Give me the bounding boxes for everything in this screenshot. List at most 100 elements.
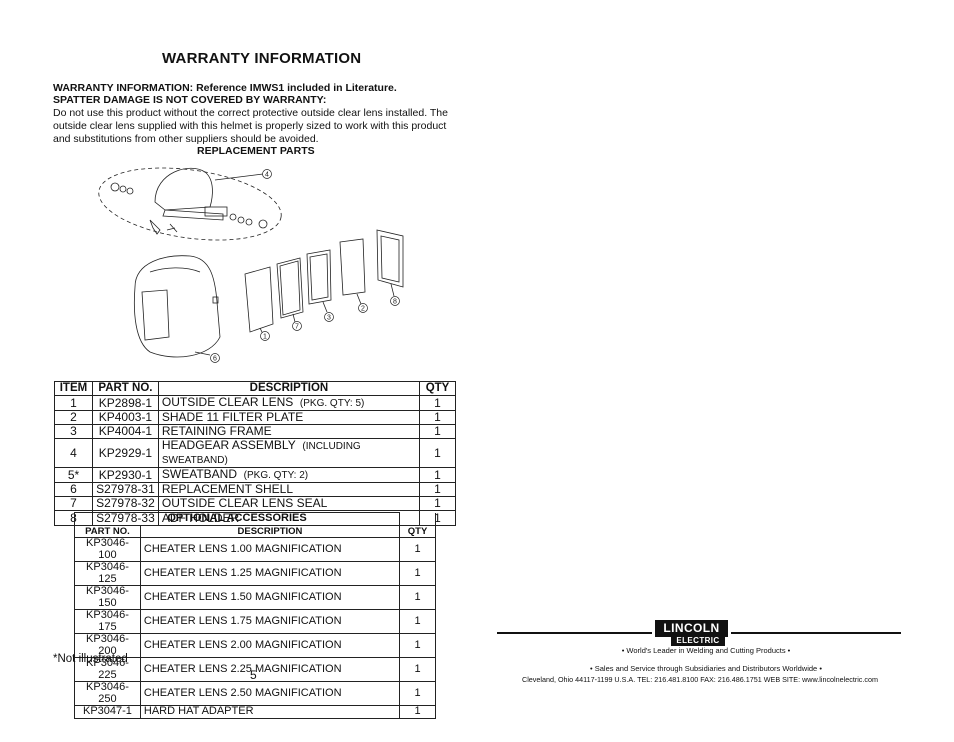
part-qty: 1 <box>419 496 456 512</box>
logo-lincoln-text: LINCOLN <box>655 620 728 637</box>
optional-accessories-title: OPTIONAL ACCESSORIES <box>73 512 401 526</box>
accessory-qty: 1 <box>399 657 436 683</box>
accessory-description: CHEATER LENS 1.00 MAGNIFICATION <box>139 537 401 563</box>
not-illustrated-note: *Not illustrated <box>53 653 128 665</box>
accessory-description: CHEATER LENS 1.25 MAGNIFICATION <box>139 561 401 587</box>
accessory-description: HARD HAT ADAPTER <box>139 705 401 719</box>
logo-electric-text: ELECTRIC <box>671 635 725 646</box>
part-description: SHADE 11 FILTER PLATE <box>157 410 421 426</box>
accessory-description: CHEATER LENS 2.00 MAGNIFICATION <box>139 633 401 659</box>
accessory-qty: 1 <box>399 681 436 707</box>
item-number: 5* <box>54 467 93 484</box>
opt-col-description: DESCRIPTION <box>139 524 401 539</box>
part-number: KP4003-1 <box>91 410 159 426</box>
accessory-part-number: KP3046-125 <box>74 561 141 587</box>
part-description: OUTSIDE CLEAR LENS SEAL <box>157 496 421 512</box>
description-text: SHADE 11 FILTER PLATE <box>161 410 304 425</box>
callout-7 <box>292 321 302 331</box>
col-item: ITEM <box>54 380 93 397</box>
accessory-part-number: KP3046-150 <box>74 585 141 611</box>
warranty-body: Do not use this product without the corr… <box>53 107 448 145</box>
tagline-sales: • Sales and Service through Subsidiaries… <box>590 664 822 673</box>
part-qty: 1 <box>419 395 456 412</box>
outside-clear-lens <box>244 266 274 333</box>
accessory-qty: 1 <box>399 537 436 563</box>
accessory-description: CHEATER LENS 2.50 MAGNIFICATION <box>139 681 401 707</box>
part-description: REPLACEMENT SHELL <box>157 482 421 498</box>
part-qty: 1 <box>419 467 456 484</box>
part-qty: 1 <box>419 482 456 498</box>
callout-8 <box>390 296 400 306</box>
accessory-part-number: KP3046-250 <box>74 681 141 707</box>
callout-2 <box>358 303 368 313</box>
part-qty: 1 <box>419 410 456 426</box>
part-number: KP2898-1 <box>91 395 159 412</box>
part-description: HEADGEAR ASSEMBLY (INCLUDING SWEATBAND) <box>157 438 421 469</box>
accessory-qty: 1 <box>399 585 436 611</box>
accessory-qty: 1 <box>399 705 436 719</box>
description-text: REPLACEMENT SHELL <box>161 482 294 497</box>
spatter-warning: SPATTER DAMAGE IS NOT COVERED BY WARRANT… <box>53 94 327 106</box>
accessory-description: CHEATER LENS 1.75 MAGNIFICATION <box>139 609 401 635</box>
item-number: 4 <box>54 438 93 469</box>
parts-header-row: ITEM PART NO. DESCRIPTION QTY <box>54 380 456 397</box>
page-number: 5 <box>250 668 257 682</box>
part-description: RETAINING FRAME <box>157 424 421 440</box>
item-number: 2 <box>54 410 93 426</box>
part-number: KP2929-1 <box>91 438 159 469</box>
filter-plate <box>339 238 366 296</box>
page-title: WARRANTY INFORMATION <box>162 50 362 67</box>
svg-text:2: 2 <box>361 306 365 313</box>
item-number: 3 <box>54 424 93 440</box>
adf-holder <box>376 229 404 288</box>
replacement-parts-heading: REPLACEMENT PARTS <box>197 145 315 157</box>
accessory-part-number: KP3046-175 <box>74 609 141 635</box>
accessory-part-number: KP3047-1 <box>74 705 141 719</box>
accessory-description: CHEATER LENS 1.50 MAGNIFICATION <box>139 585 401 611</box>
part-qty: 1 <box>419 438 456 469</box>
optional-header-row: PART NO. DESCRIPTION QTY <box>74 524 436 539</box>
accessory-qty: 1 <box>399 609 436 635</box>
opt-col-part-no: PART NO. <box>74 524 141 539</box>
description-text: OUTSIDE CLEAR LENS <box>161 395 294 410</box>
lincoln-electric-logo: LINCOLN ELECTRIC <box>652 620 731 647</box>
col-part-no: PART NO. <box>91 380 159 397</box>
callout-1 <box>260 331 270 341</box>
tagline-leader: • World's Leader in Welding and Cutting … <box>621 646 791 655</box>
svg-text:4: 4 <box>265 172 269 179</box>
svg-text:3: 3 <box>327 315 331 322</box>
svg-text:6: 6 <box>213 356 217 363</box>
part-number: KP4004-1 <box>91 424 159 440</box>
warranty-reference: WARRANTY INFORMATION: Reference IMWS1 in… <box>53 82 397 94</box>
callout-4 <box>262 169 272 179</box>
accessory-qty: 1 <box>399 561 436 587</box>
part-number: S27978-31 <box>91 482 159 498</box>
callout-6 <box>210 353 220 363</box>
description-text: OUTSIDE CLEAR LENS SEAL <box>161 496 328 511</box>
footer-rule-right <box>731 632 901 634</box>
accessory-qty: 1 <box>399 633 436 659</box>
accessory-part-number: KP3046-100 <box>74 537 141 563</box>
col-qty: QTY <box>419 380 456 397</box>
exploded-parts-diagram: 4 1 7 3 2 8 6 <box>98 167 404 363</box>
svg-text:8: 8 <box>393 299 397 306</box>
opt-col-qty: QTY <box>399 524 436 539</box>
part-description: SWEATBAND (PKG. QTY: 2) <box>157 467 421 484</box>
part-number: KP2930-1 <box>91 467 159 484</box>
description-text: HEADGEAR ASSEMBLY <box>161 438 296 453</box>
part-qty: 1 <box>419 424 456 440</box>
headgear-group-outline <box>98 167 282 241</box>
